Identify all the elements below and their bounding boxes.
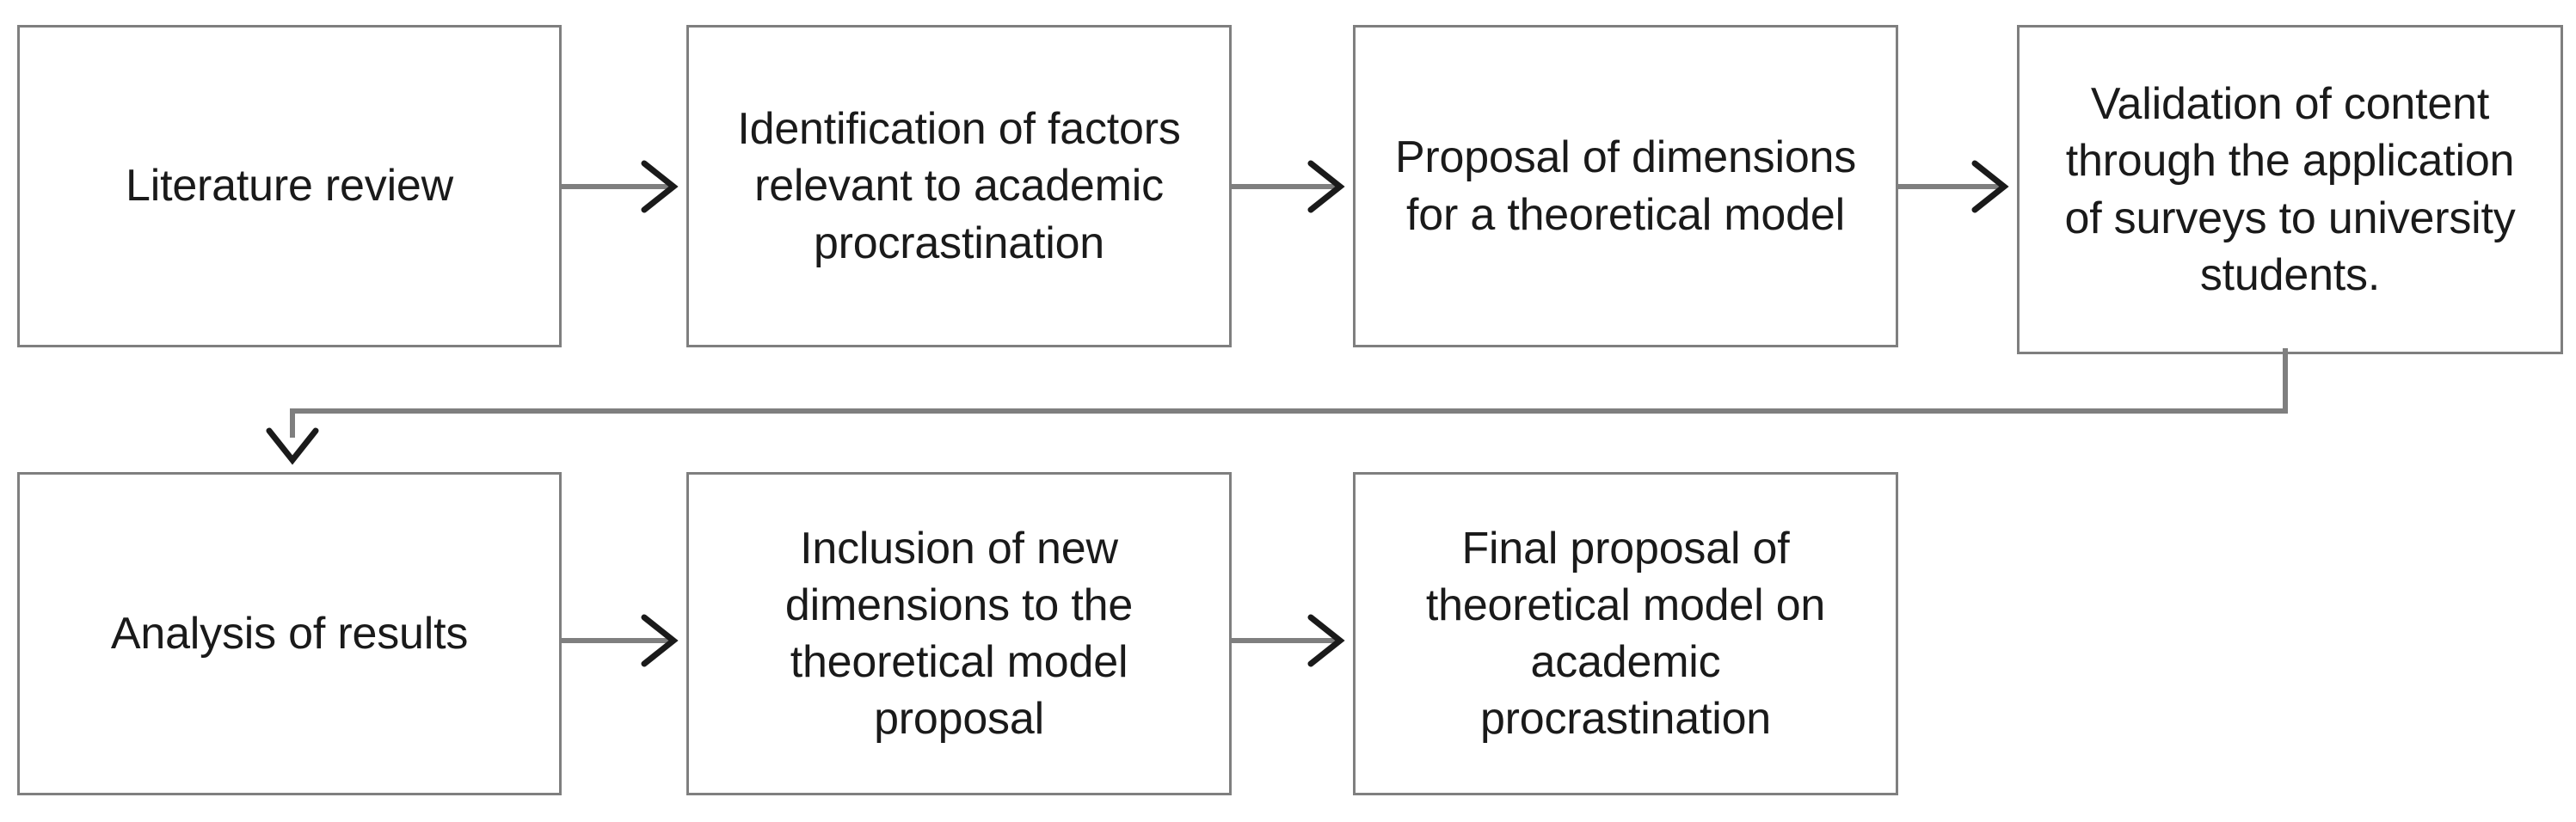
- connector-arrow-analysis-to-inclusion: [562, 614, 686, 667]
- connector-arrow-proposal-to-validation: [1898, 160, 2017, 213]
- connector-arrow-literature-to-identification: [562, 160, 686, 213]
- node-label: Inclusion of new dimensions to the theor…: [784, 523, 1134, 745]
- flowchart-node-proposal-of-dimensions[interactable]: Proposal of dimensions for a theoretical…: [1353, 25, 1898, 347]
- connector-arrow-inclusion-to-final: [1232, 614, 1353, 667]
- node-label: Validation of content through the applic…: [2064, 79, 2516, 300]
- connector-arrow-identification-to-proposal: [1232, 160, 1353, 213]
- flowchart-node-literature-review[interactable]: Literature review: [17, 25, 562, 347]
- node-label: Proposal of dimensions for a theoretical…: [1394, 132, 1857, 240]
- flowchart-node-final-proposal[interactable]: Final proposal of theoretical model on a…: [1353, 472, 1898, 795]
- flowchart-node-identification-of-factors[interactable]: Identification of factors relevant to ac…: [686, 25, 1232, 347]
- node-label: Literature review: [126, 161, 453, 212]
- node-label: Identification of factors relevant to ac…: [737, 104, 1181, 268]
- node-label: Final proposal of theoretical model on a…: [1425, 523, 1826, 745]
- flowchart-node-validation-of-content[interactable]: Validation of content through the applic…: [2017, 25, 2563, 354]
- flowchart-node-inclusion-of-new-dimensions[interactable]: Inclusion of new dimensions to the theor…: [686, 472, 1232, 795]
- flowchart-node-analysis-of-results[interactable]: Analysis of results: [17, 472, 562, 795]
- connector-elbow-validation-to-analysis: [258, 348, 2322, 469]
- node-label: Analysis of results: [110, 608, 469, 659]
